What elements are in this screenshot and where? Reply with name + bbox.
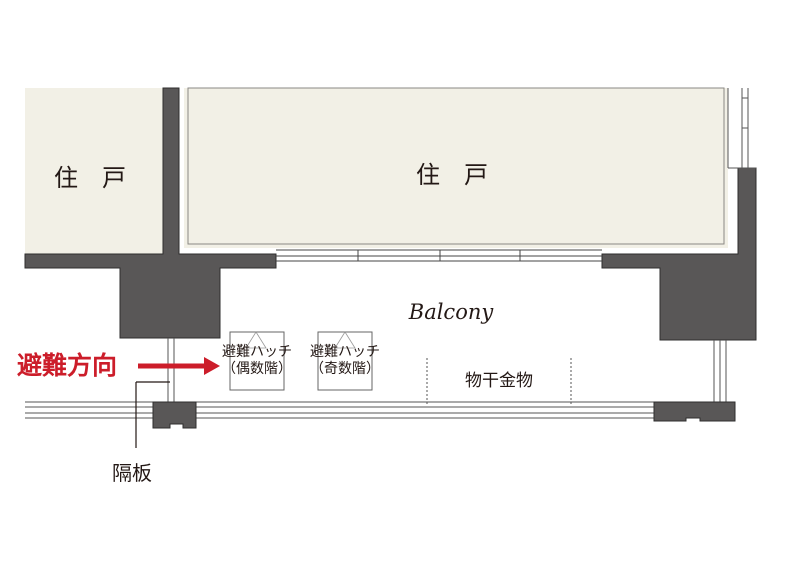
hatch-odd-line2: （奇数階）: [310, 360, 380, 377]
hatch-even-line1: 避難ハッチ: [222, 344, 292, 360]
right-column-wall: [601, 167, 757, 341]
balcony-handrail: [25, 401, 735, 419]
hatch-odd-box: [317, 331, 373, 391]
hatch-even-box: [229, 331, 285, 391]
partition-label: 隔板: [112, 461, 152, 485]
main-unit-label: 住 戸: [416, 161, 488, 189]
evacuation-direction-label: 避難方向: [17, 351, 117, 380]
hatch-odd-ladder-mark: [334, 331, 356, 349]
partition-post-left: [152, 401, 197, 429]
partition-panel: [167, 338, 175, 402]
hatch-odd-line1: 避難ハッチ: [310, 344, 380, 360]
sliding-window: [276, 249, 602, 262]
main-unit-room: [184, 88, 728, 248]
main-unit-room-inner-border: [187, 87, 725, 245]
drying-hardware-label: 物干金物: [465, 371, 533, 391]
hatch-even-line2: （偶数階）: [222, 361, 292, 377]
left-column-wall: [24, 87, 277, 339]
right-window-frame: [727, 88, 756, 169]
left-unit-room: [25, 88, 163, 254]
evacuation-arrow-head: [204, 357, 220, 375]
hatch-even-ladder-mark: [245, 331, 267, 349]
right-partition-panel: [713, 340, 727, 402]
left-unit-label: 住 戸: [54, 164, 126, 192]
partition-post-right: [653, 401, 736, 422]
balcony-label: Balcony: [408, 300, 495, 324]
